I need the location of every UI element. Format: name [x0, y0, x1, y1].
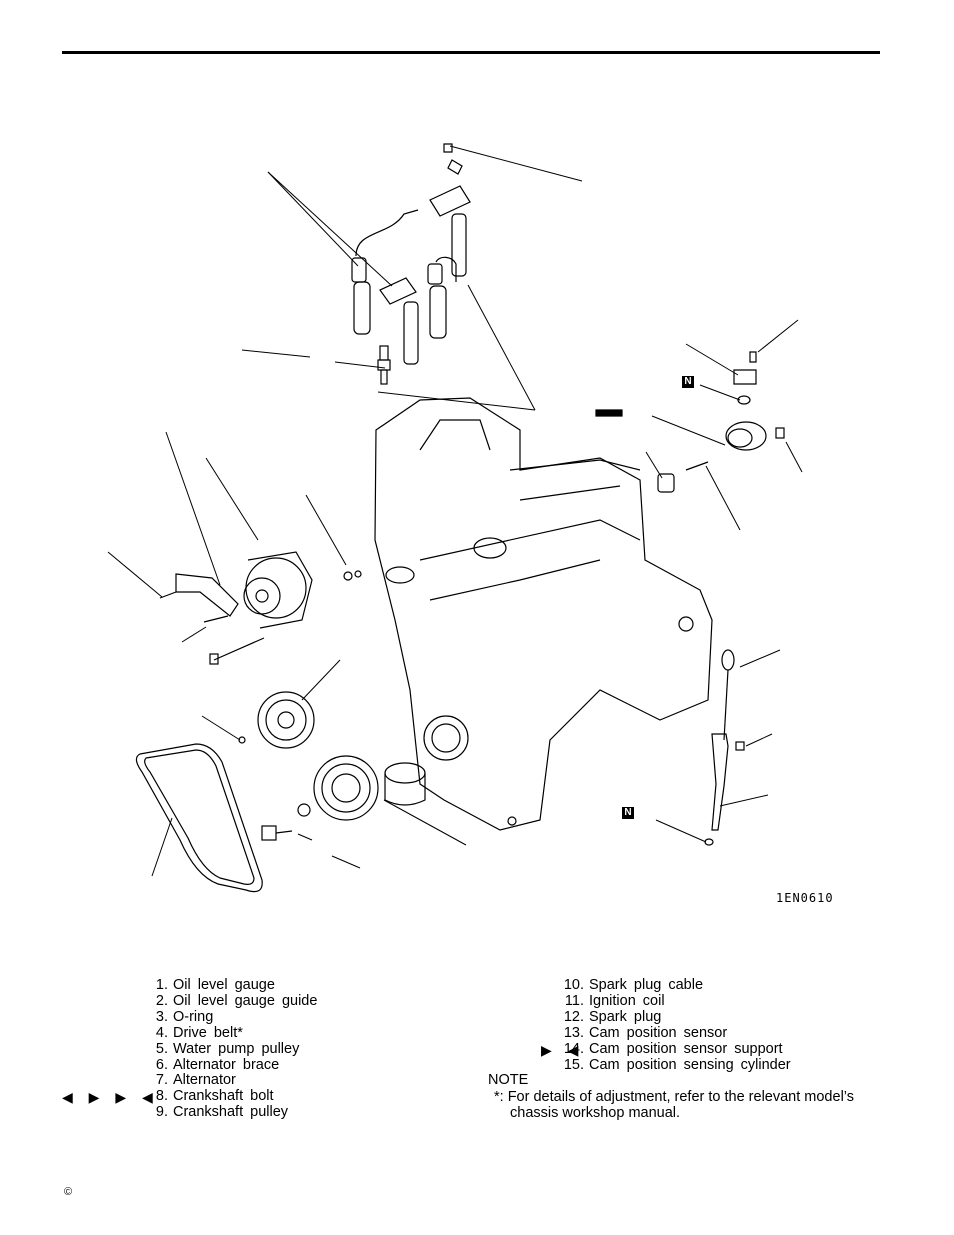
spark-plug: [377, 345, 391, 385]
list-item: 14.Cam position sensor support: [563, 1040, 783, 1057]
list-item: 12.Spark plug: [563, 1008, 662, 1025]
note-heading: NOTE: [488, 1072, 529, 1088]
ignition-coils: [351, 143, 471, 365]
note-line-2: chassis workshop manual.: [510, 1105, 681, 1121]
list-item: 13.Cam position sensor: [563, 1024, 728, 1041]
cam-sensor-parts: [595, 351, 785, 493]
note-text: *: For details of adjustment, refer to t…: [494, 1089, 889, 1121]
list-item: 2.Oil level gauge guide: [155, 992, 318, 1009]
list-item: 3.O-ring: [155, 1008, 214, 1025]
list-item: 6.Alternator brace: [155, 1056, 280, 1073]
drive-belt: [135, 743, 263, 893]
list-item: 15.Cam position sensing cylinder: [563, 1056, 791, 1073]
note-line-1: *: For details of adjustment, refer to t…: [494, 1089, 854, 1105]
pulleys: [238, 691, 379, 841]
copyright-mark: ©: [64, 1186, 73, 1198]
alternator: [159, 551, 362, 665]
leader-lines: [107, 145, 803, 877]
header-rule: [62, 51, 880, 54]
engine-block: [374, 397, 713, 831]
figure-code: 1EN0610: [776, 891, 834, 905]
oil-level-gauge: [507, 649, 745, 846]
list-item: 10.Spark plug cable: [563, 977, 704, 993]
torque-marks-crankshaft-bolt: ◀ ▶ ▶ ◀: [62, 1089, 159, 1105]
list-item: 8.Crankshaft bolt: [155, 1088, 274, 1105]
list-item: 5.Water pump pulley: [155, 1040, 300, 1057]
list-item: 4.Drive belt*: [155, 1024, 243, 1041]
engine-exploded-diagram: [107, 143, 803, 893]
list-item: 9.Crankshaft pulley: [155, 1104, 289, 1121]
new-part-badge-oring-sensor: N: [682, 376, 694, 388]
new-part-badge-oring-guide: N: [622, 807, 634, 819]
torque-marks-sensor-support: ▶ ◀: [541, 1042, 585, 1058]
parts-list-right: 10.Spark plug cable 11.Ignition coil 12.…: [562, 977, 791, 1073]
list-item: 7.Alternator: [155, 1072, 236, 1089]
parts-list-left: 1.Oil level gauge 2.Oil level gauge guid…: [146, 977, 318, 1121]
list-item: 1.Oil level gauge: [155, 977, 275, 993]
list-item: 11.Ignition coil: [564, 992, 665, 1009]
